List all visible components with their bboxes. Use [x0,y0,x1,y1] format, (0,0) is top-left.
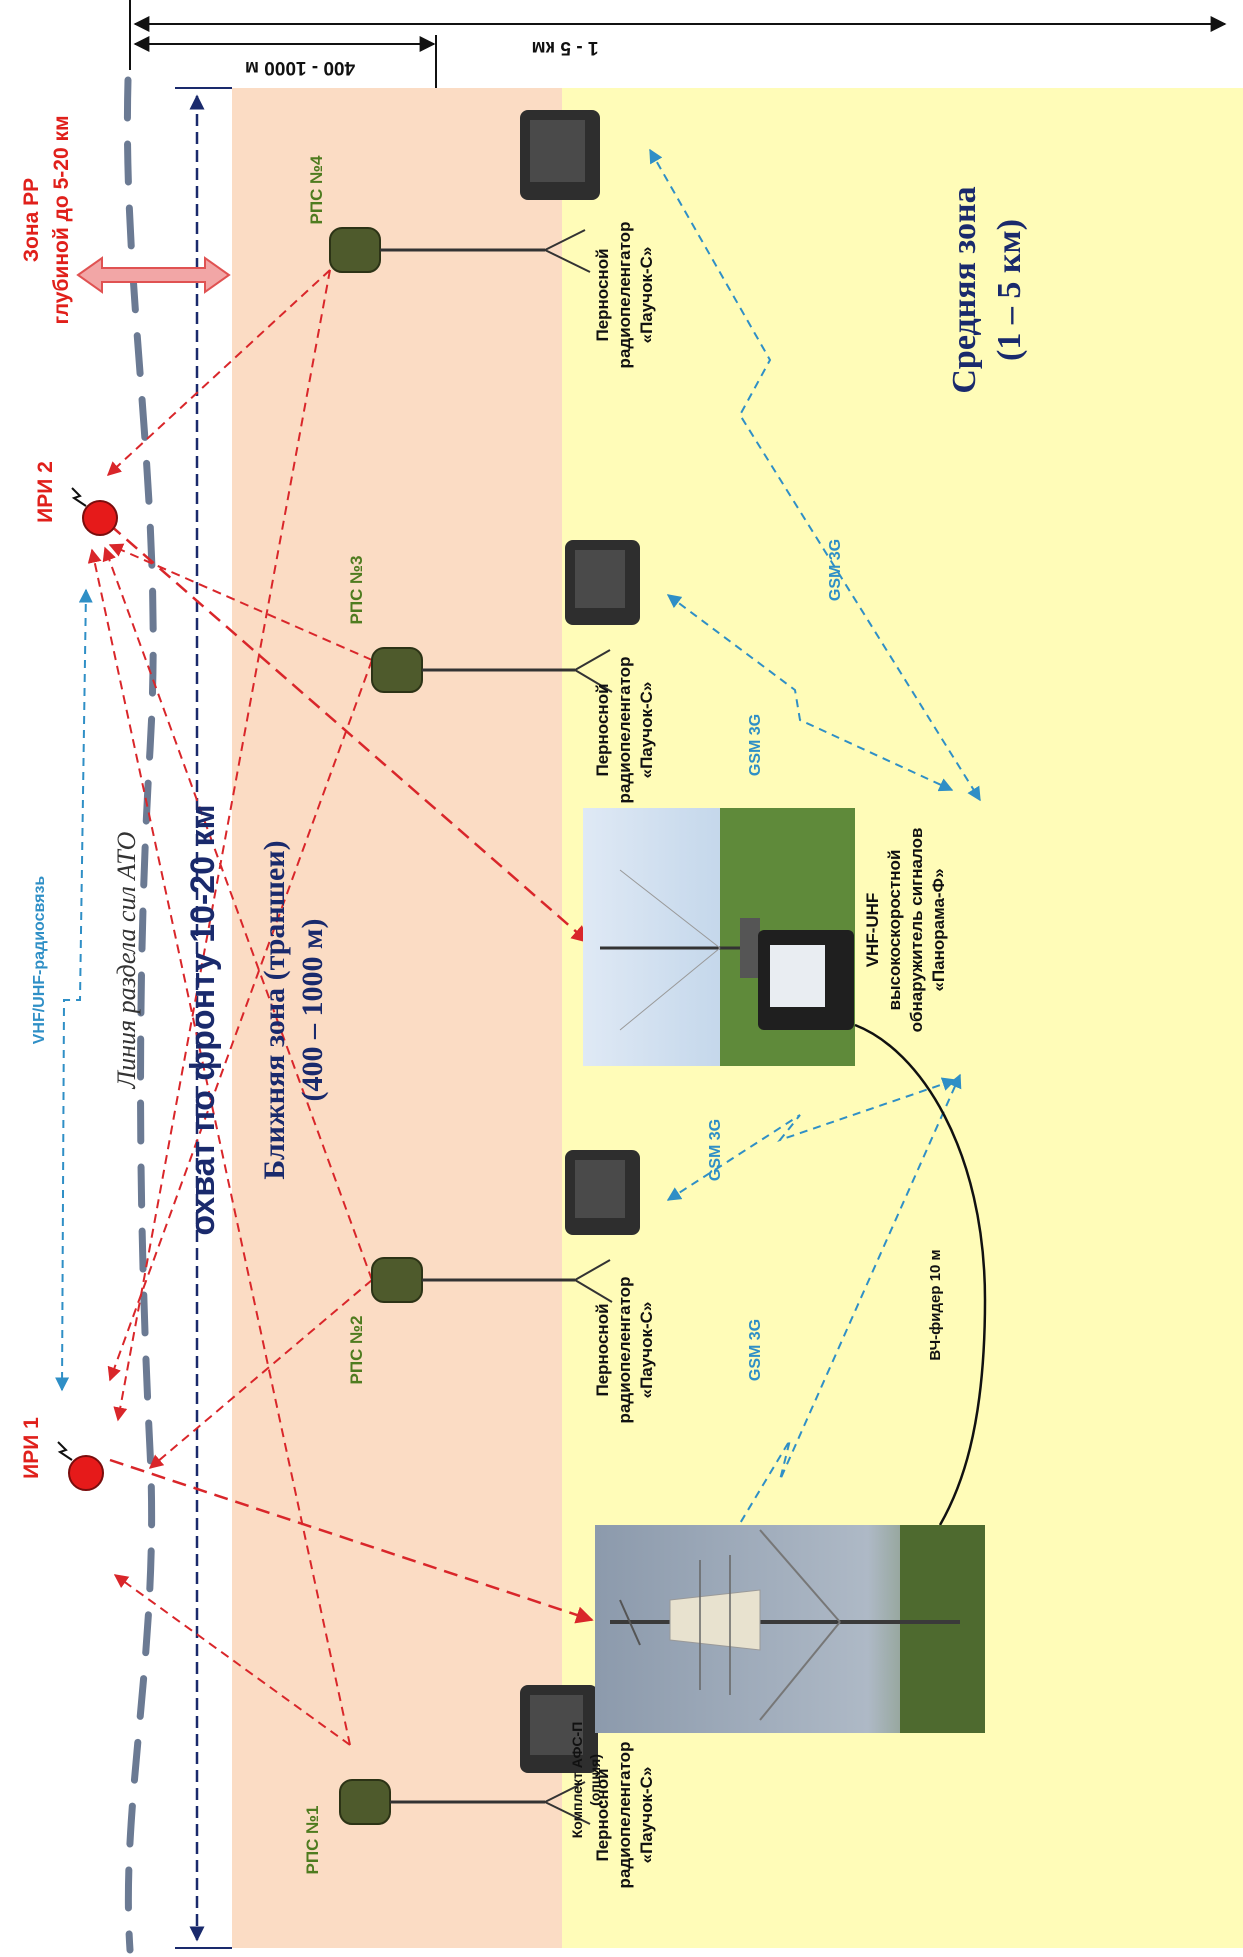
svg-text:Перносной: Перносной [593,1768,612,1861]
df-label: Перносной радиопеленгатор «Паучок-С» [593,1742,656,1889]
laptop-icon [520,110,600,200]
middle-zone-title: Средняя зона [946,186,983,393]
df-links-red [87,269,373,1746]
svg-text:Перносной: Перносной [593,248,612,341]
svg-text:высокоскоростной: высокоскоростной [885,850,904,1011]
feeder-label: ВЧ-фидер 10 м [927,1249,944,1360]
laptop-icon [520,1685,598,1773]
svg-text:Комплект АФС-П: Комплект АФС-П [569,1722,585,1839]
dimension-near-label: 400 - 1000 м [245,57,355,78]
rps-antenna-icon [371,1257,613,1303]
near-zone-area [232,88,562,1948]
rps-antenna-icon [371,647,613,693]
dimension-overall: 1 - 5 км [129,0,1227,70]
rps-station-1: РПС №1 Перносной радиопеленгатор «Паучок… [303,1685,656,1888]
laptop-icon [565,540,640,625]
detector-laptop-icon [758,930,854,1030]
svg-text:«Паучок-С»: «Паучок-С» [637,1767,656,1864]
svg-text:(опция): (опция) [587,1754,603,1806]
detector-photo [583,808,855,1066]
dimension-overall-label: 1 - 5 км [532,37,599,58]
rr-zone-line2: глубиной до 5-20 км [50,115,73,324]
rps-label: РПС №4 [307,155,326,225]
detector-links-red [109,524,594,1624]
middle-zone-range: (1 – 5 км) [991,219,1028,361]
dimension-near: 400 - 1000 м [133,35,437,88]
contact-line [123,76,157,1954]
emitter-iri-2: ИРИ 2 [34,461,118,536]
rps-station-4: РПС №4 Перносной радиопеленгатор «Паучок… [307,110,656,368]
gsm-label: GSM 3G [827,539,844,601]
rr-zone-arrow [76,256,231,294]
detector-label: VHF-UHF высокоскоростной обнаружитель си… [863,828,948,1033]
gsm-label: GSM 3G [747,714,764,776]
emitter-iri-1: ИРИ 1 [20,1417,104,1491]
svg-text:Перносной: Перносной [593,683,612,776]
contact-line-label: Линия раздела сил АТО [112,831,141,1089]
rr-zone-label: Зона РР глубиной до 5-20 км [20,115,73,324]
rps-antenna-icon [329,227,591,273]
svg-text:радиопеленгатор: радиопеленгатор [615,1277,634,1424]
near-zone-range: (400 – 1000 м) [296,919,329,1102]
afs-label: Комплект АФС-П (опция) [569,1722,603,1839]
df-label: Перносной радиопеленгатор «Паучок-С» [593,657,656,804]
rps-label: РПС №3 [347,556,366,625]
laptop-icon [565,1150,640,1235]
gsm-label: GSM 3G [747,1319,764,1381]
svg-text:обнаружитель сигналов: обнаружитель сигналов [907,828,926,1033]
svg-text:VHF-UHF: VHF-UHF [863,893,882,968]
rr-zone-line1: Зона РР [20,178,43,262]
svg-text:радиопеленгатор: радиопеленгатор [615,222,634,369]
svg-text:радиопеленгатор: радиопеленгатор [615,657,634,804]
front-coverage-label: охват по фронту 10-20 км [184,804,222,1235]
hf-feeder-cable [854,1023,987,1526]
vhf-link-label: VHF/UHF-радиосвязь [31,876,48,1045]
rps-antenna-icon [339,1779,591,1825]
afs-photo [595,1525,985,1733]
rps-station-3: РПС №3 Перносной радиопеленгатор «Паучок… [347,540,656,803]
emitter-label: ИРИ 1 [20,1417,43,1479]
df-label: Перносной радиопеленгатор «Паучок-С» [593,1277,656,1424]
svg-text:«Паучок-С»: «Паучок-С» [637,1302,656,1399]
svg-text:радиопеленгатор: радиопеленгатор [615,1742,634,1889]
gsm-label: GSM 3G [707,1119,724,1181]
svg-text:«Панорама-Ф»: «Панорама-Ф» [929,868,948,991]
svg-text:«Паучок-С»: «Паучок-С» [637,247,656,344]
svg-text:Перносной: Перносной [593,1303,612,1396]
svg-text:«Паучок-С»: «Паучок-С» [637,682,656,779]
front-coverage-line [175,87,232,1949]
df-label: Перносной радиопеленгатор «Паучок-С» [593,222,656,369]
near-zone-title: Ближняя зона (траншеи) [258,840,291,1179]
emitter-label: ИРИ 2 [34,461,57,523]
rps-label: РПС №2 [347,1316,366,1385]
rps-label: РПС №1 [303,1806,322,1875]
rps-station-2: РПС №2 Перносной радиопеленгатор «Паучок… [347,1150,656,1423]
